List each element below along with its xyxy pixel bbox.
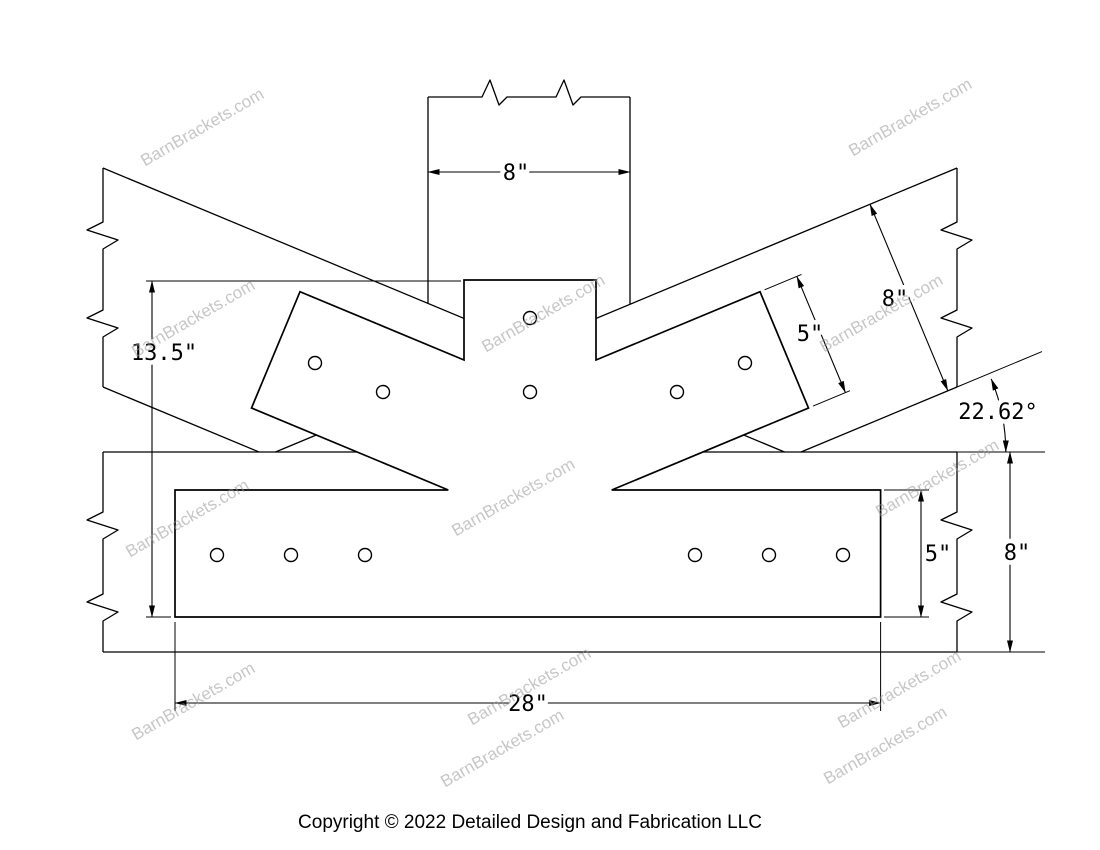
watermark-text: BarnBrackets.com [437,705,567,791]
bolt-hole [761,547,777,563]
extension-line [812,390,851,407]
bolt-holes [209,310,851,563]
dim-angle: 22.62° [954,351,1045,453]
timber-outlines [86,79,973,653]
bolt-hole [687,547,703,563]
dim-chord-height: 8" [957,451,1045,653]
dim-label: 5" [797,322,824,347]
dim-arm-width: 5" [764,273,851,407]
chord-left-break-edge [86,452,119,652]
bracket-plate [174,279,882,618]
dim-band-height: 5" [884,489,956,618]
dim-band-length: 28" [174,622,882,722]
bolt-hole [835,547,851,563]
angle-arc [990,378,1009,453]
left-beam-break-edge [86,168,119,387]
watermark-text: BarnBrackets.com [845,74,975,160]
dim-left-height: 13.5" [126,280,461,618]
post-top-break [428,79,630,106]
bolt-hole [522,310,538,326]
right-beam-break-edge [940,168,973,387]
dimension-layer: 8" 13.5" 5" 8" 22.62° [126,157,1045,722]
dim-label: 22.62° [958,400,1037,425]
dim-post-width: 8" [427,157,631,191]
bolt-hole [283,547,299,563]
chord-right-break-edge [940,452,973,652]
dim-label: 13.5" [131,341,197,366]
right-beam-bottom-edge [800,386,958,453]
extension-line [764,273,802,291]
dim-line [796,276,846,394]
copyright-text: Copyright © 2022 Detailed Design and Fab… [298,812,762,833]
dim-label: 8" [882,287,909,312]
bolt-hole [209,547,225,563]
bolt-hole [375,384,391,400]
dim-label: 8" [503,161,530,186]
bolt-hole [737,355,753,371]
bolt-hole [669,384,685,400]
dim-label: 5" [925,542,952,567]
watermark-text: BarnBrackets.com [137,84,267,170]
bolt-hole [307,355,323,371]
dim-line [869,203,949,392]
extension-line [956,351,1043,388]
bolt-hole [357,547,373,563]
bolt-hole [522,384,538,400]
watermark-text: BarnBrackets.com [128,658,258,744]
left-beam-bottom-edge [102,386,260,453]
dim-label: 28" [508,692,548,717]
dim-label: 8" [1004,541,1031,566]
dim-beam-width: 8" [869,203,949,392]
bracket-outline [174,279,882,618]
watermark-text: BarnBrackets.com [816,270,946,356]
watermark-text: BarnBrackets.com [872,435,1002,521]
